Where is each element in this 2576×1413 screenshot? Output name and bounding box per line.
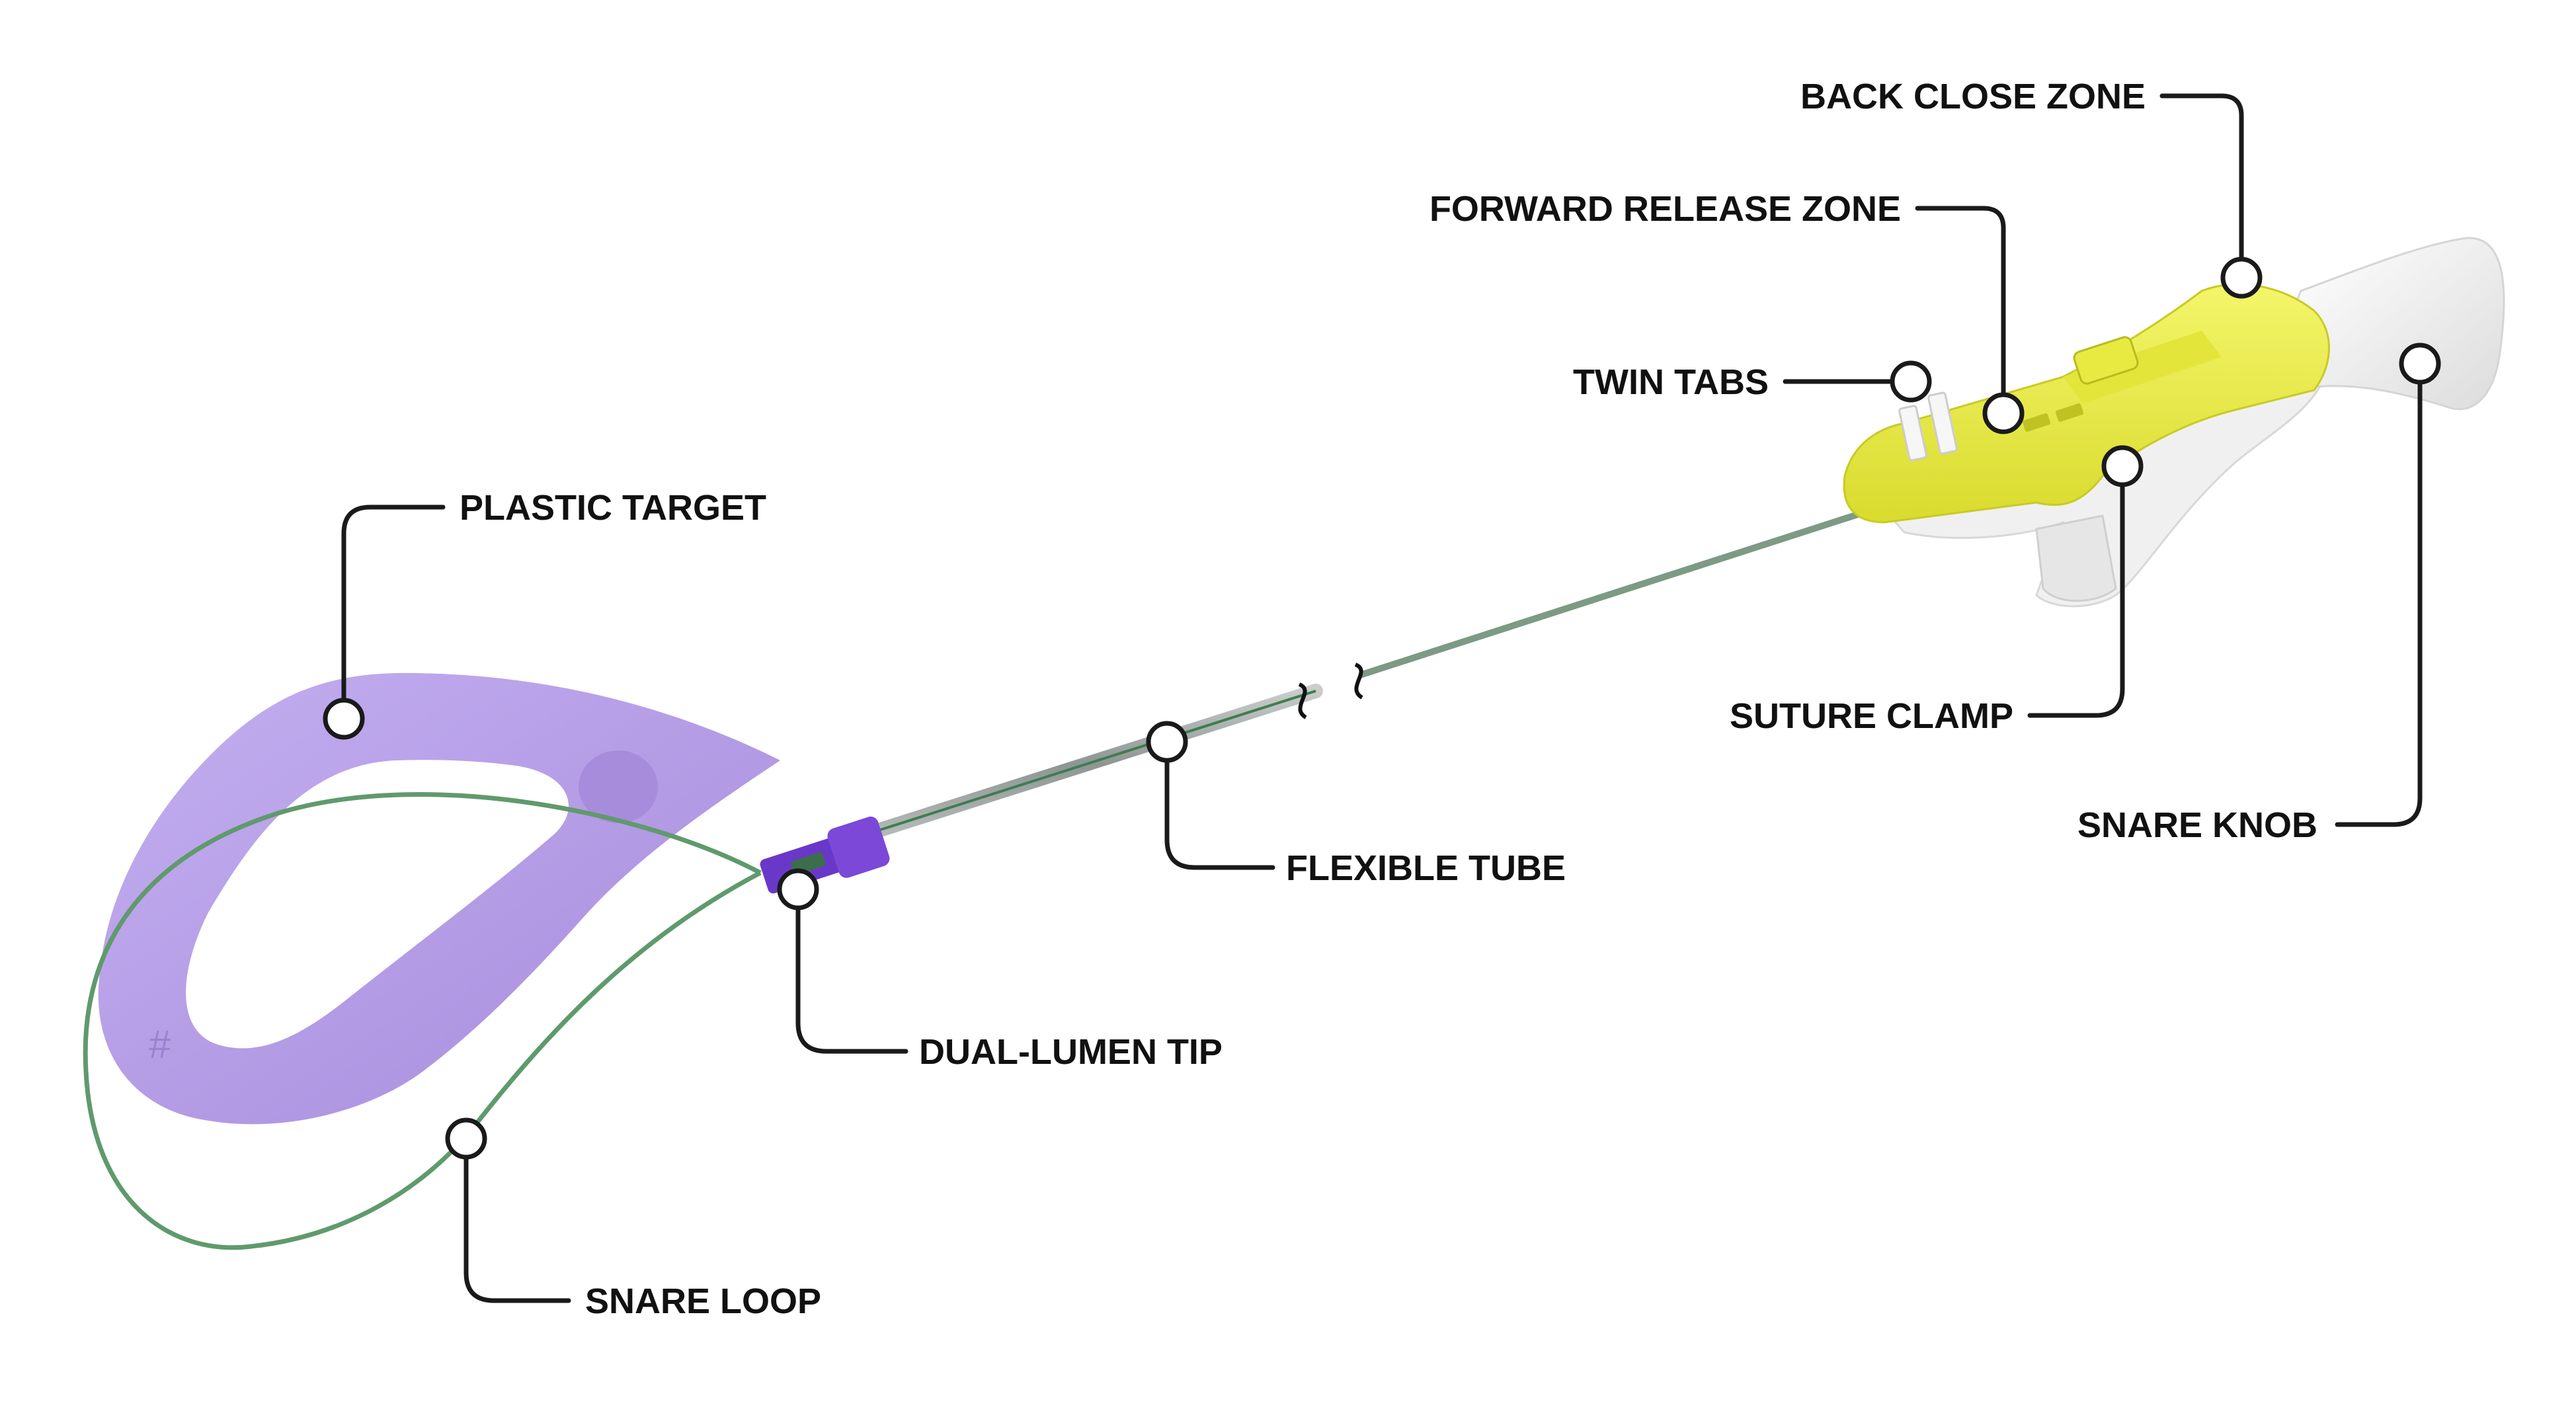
marker-twin-tabs bbox=[1890, 360, 1932, 403]
label-flexible-tube: FLEXIBLE TUBE bbox=[1286, 848, 1566, 888]
marker-suture-clamp bbox=[2101, 445, 2144, 487]
tube-break-left bbox=[1298, 682, 1307, 719]
marker-snare-loop bbox=[445, 1117, 487, 1160]
label-back-close-zone: BACK CLOSE ZONE bbox=[1800, 77, 2146, 116]
handle-part bbox=[1843, 237, 2505, 608]
marker-forward-release-zone bbox=[1982, 392, 2025, 434]
twin-tab-left bbox=[1898, 405, 1927, 462]
twin-tab-right bbox=[1927, 391, 1958, 455]
label-twin-tabs: TWIN TABS bbox=[1573, 362, 1769, 402]
leader-dual-lumen-tip bbox=[795, 887, 908, 1054]
tip-collar bbox=[827, 816, 890, 878]
callout-back-close-zone: BACK CLOSE ZONE bbox=[1800, 77, 2263, 299]
marker-plastic-target bbox=[323, 698, 365, 740]
plastic-target-part: # bbox=[98, 672, 781, 1125]
yellow-slider-body bbox=[1843, 283, 2330, 524]
target-boss bbox=[579, 750, 658, 823]
slider-ridge bbox=[2063, 331, 2222, 403]
callout-forward-release-zone: FORWARD RELEASE ZONE bbox=[1429, 189, 2025, 434]
label-suture-clamp: SUTURE CLAMP bbox=[1730, 696, 2013, 736]
leader-plastic-target bbox=[341, 505, 446, 721]
callout-suture-clamp: SUTURE CLAMP bbox=[1730, 445, 2144, 736]
callout-snare-loop: SNARE LOOP bbox=[445, 1117, 821, 1321]
marker-snare-knob bbox=[2399, 343, 2441, 385]
callout-dual-lumen-tip: DUAL-LUMEN TIP bbox=[777, 868, 1223, 1072]
tube-inner-wire bbox=[859, 690, 1316, 838]
leader-forward-release-zone bbox=[1915, 206, 2006, 416]
marker-back-close-zone bbox=[2220, 257, 2263, 299]
callout-snare-knob: SNARE KNOB bbox=[2077, 343, 2441, 845]
label-plastic-target: PLASTIC TARGET bbox=[460, 488, 766, 528]
leader-snare-knob bbox=[2335, 361, 2423, 827]
slider-logo-plate bbox=[2073, 336, 2139, 385]
label-snare-knob: SNARE KNOB bbox=[2077, 805, 2317, 845]
label-dual-lumen-tip: DUAL-LUMEN TIP bbox=[919, 1032, 1223, 1072]
callout-flexible-tube: FLEXIBLE TUBE bbox=[1146, 721, 1566, 888]
dual-lumen-tip-part bbox=[760, 816, 890, 894]
leader-flexible-tube bbox=[1164, 741, 1275, 870]
leader-back-close-zone bbox=[2159, 93, 2244, 280]
tube-segment-upper bbox=[1359, 503, 1888, 678]
label-snare-loop: SNARE LOOP bbox=[585, 1281, 821, 1321]
target-hash-mark: # bbox=[149, 1022, 171, 1067]
leader-snare-loop bbox=[463, 1136, 571, 1303]
handle-grip bbox=[2035, 514, 2117, 602]
slider-window-2 bbox=[2055, 403, 2084, 422]
flexible-tube-part bbox=[852, 503, 1888, 844]
tube-break-right bbox=[1354, 663, 1363, 700]
marker-flexible-tube bbox=[1146, 721, 1188, 763]
slider-window-1 bbox=[2022, 413, 2051, 432]
callout-twin-tabs: TWIN TABS bbox=[1573, 360, 1932, 403]
callout-plastic-target: PLASTIC TARGET bbox=[323, 488, 766, 740]
leader-suture-clamp bbox=[2027, 464, 2125, 718]
plastic-target-body bbox=[98, 672, 781, 1125]
marker-dual-lumen-tip bbox=[777, 868, 819, 910]
label-forward-release-zone: FORWARD RELEASE ZONE bbox=[1429, 189, 1901, 229]
snare-loop-wire bbox=[83, 791, 762, 1250]
snare-knob-body bbox=[2293, 237, 2505, 411]
